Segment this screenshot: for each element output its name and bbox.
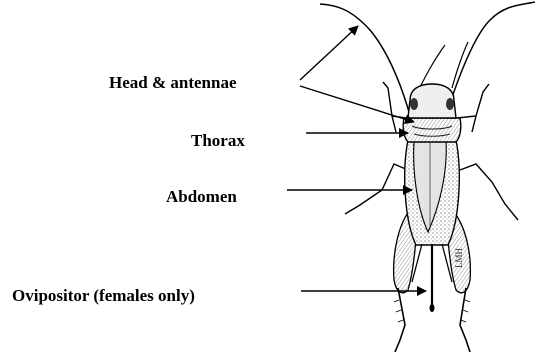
head-antenna-arrow <box>300 26 358 80</box>
label-thorax: Thorax <box>191 132 245 149</box>
front-right-leg <box>457 84 489 132</box>
ovipositor-tip <box>430 304 435 312</box>
head-arrow <box>300 86 414 122</box>
label-ovipositor: Ovipositor (females only) <box>12 287 195 304</box>
hind-left-tibia <box>395 288 405 352</box>
mid-right-leg <box>460 164 518 220</box>
right-eye <box>446 98 454 110</box>
label-abdomen: Abdomen <box>166 188 237 205</box>
mid-left-leg <box>345 164 408 214</box>
artist-signature: LMH <box>454 248 464 269</box>
label-head-antennae: Head & antennae <box>109 74 237 91</box>
left-eye <box>410 98 418 110</box>
